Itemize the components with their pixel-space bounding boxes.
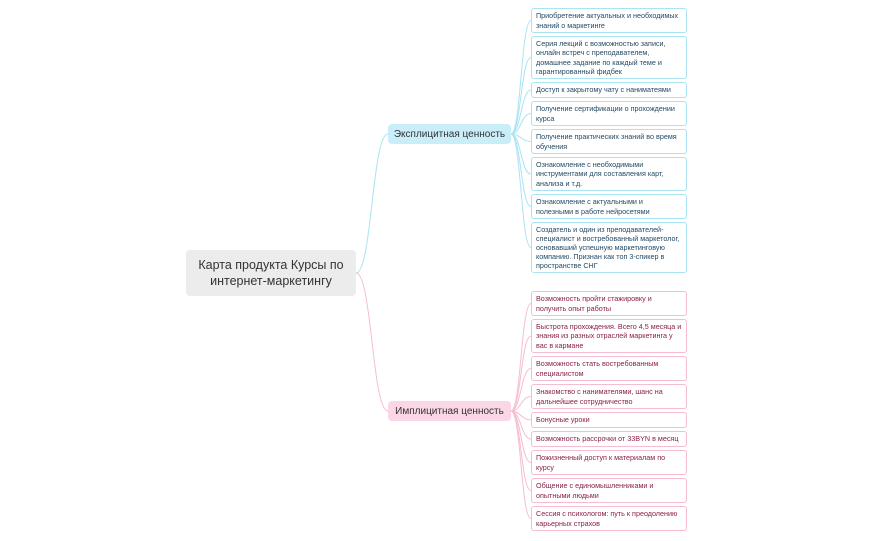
leaf-implicit-6[interactable]: Возможность рассрочки от 33BYN в месяц xyxy=(531,431,687,447)
connector-root-implicit xyxy=(355,272,389,412)
leaf-implicit-4[interactable]: Знакомство с нанимателями, шанс на дальн… xyxy=(531,384,687,409)
connector-implicit-leaf-1 xyxy=(510,303,532,412)
leaf-implicit-8[interactable]: Общение с единомышленниками и опытными л… xyxy=(531,478,687,503)
connector-explicit-leaf-2 xyxy=(510,57,532,135)
connector-explicit-leaf-4 xyxy=(510,113,532,135)
connector-explicit-leaf-1 xyxy=(510,20,532,135)
connector-implicit-leaf-8 xyxy=(510,410,532,491)
leaf-explicit-3[interactable]: Доступ к закрытому чату с наниматеями xyxy=(531,82,687,98)
leaf-explicit-5[interactable]: Получение практических знаний во время о… xyxy=(531,129,687,154)
connector-explicit-leaf-7 xyxy=(510,133,532,207)
root-topic[interactable]: Карта продукта Курсы по интернет-маркети… xyxy=(186,250,356,296)
leaf-explicit-7[interactable]: Ознакомление с актуальными и полезными в… xyxy=(531,194,687,219)
leaf-explicit-8[interactable]: Создатель и один из преподавателей- спец… xyxy=(531,222,687,273)
leaf-explicit-4[interactable]: Получение сертификации о прохождении кур… xyxy=(531,101,687,126)
leaf-implicit-7[interactable]: Пожизненный доступ к материалам по курсу xyxy=(531,450,687,475)
leaf-implicit-3[interactable]: Возможность стать востребованным специал… xyxy=(531,356,687,381)
connector-explicit-leaf-8 xyxy=(510,133,532,248)
connector-implicit-leaf-3 xyxy=(510,368,532,412)
leaf-explicit-2[interactable]: Серия лекций с возможностью записи, онла… xyxy=(531,36,687,79)
connector-root-explicit xyxy=(355,133,389,274)
branch-explicit-value[interactable]: Эксплицитная ценность xyxy=(388,124,511,144)
leaf-implicit-5[interactable]: Бонусные уроки xyxy=(531,412,687,428)
connector-implicit-leaf-4 xyxy=(510,396,532,412)
connector-implicit-leaf-7 xyxy=(510,410,532,463)
leaf-implicit-2[interactable]: Быстрота прохождения. Всего 4,5 месяца и… xyxy=(531,319,687,353)
leaf-implicit-9[interactable]: Сессия с психологом: путь к преодолению … xyxy=(531,506,687,531)
connector-explicit-leaf-3 xyxy=(510,89,532,135)
branch-implicit-value[interactable]: Имплицитная ценность xyxy=(388,401,511,421)
connector-implicit-leaf-9 xyxy=(510,410,532,519)
leaf-explicit-6[interactable]: Ознакомление с необходимыми инструментам… xyxy=(531,157,687,191)
connector-implicit-leaf-2 xyxy=(510,335,532,412)
leaf-explicit-1[interactable]: Приобретение актуальных и необходимых зн… xyxy=(531,8,687,33)
leaf-implicit-1[interactable]: Возможность пройти стажировку и получить… xyxy=(531,291,687,316)
